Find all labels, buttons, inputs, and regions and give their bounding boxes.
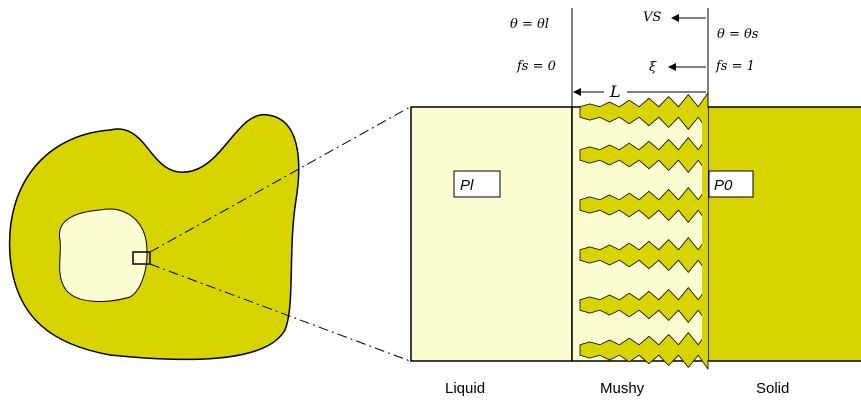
liquid-region-label: Liquid <box>445 380 485 397</box>
dendrite-arm <box>579 92 709 132</box>
fs-solid-label: fs = 1 <box>715 59 755 74</box>
fs-liquid-label: fs = 0 <box>516 59 556 74</box>
solid-region-label: Solid <box>756 380 789 397</box>
solid-region <box>708 107 861 361</box>
dendrite-arm <box>579 235 709 275</box>
dendrite-arm <box>579 135 709 175</box>
xi-label: ξ <box>649 60 657 75</box>
pressure-solid-label: P0 <box>714 177 733 194</box>
theta-solid-label: θ = θs <box>717 27 759 42</box>
mushy-region-label: Mushy <box>600 380 645 397</box>
pressure-liquid-label: Pl <box>460 177 474 194</box>
pressure-liquid-box <box>453 170 501 198</box>
dendrite-arm <box>579 285 709 325</box>
pressure-solid-box <box>708 170 754 198</box>
zoom-window <box>132 251 151 265</box>
theta-liquid-label: θ = θl <box>510 17 549 32</box>
vs-label: VS <box>643 10 661 25</box>
length-label: L <box>609 82 621 101</box>
dendrite-arm <box>579 185 709 225</box>
casting-outline <box>8 114 300 361</box>
dendrite-trunk <box>702 108 708 360</box>
casting-liquid-core <box>58 208 148 302</box>
zoom-line-bottom <box>149 263 411 362</box>
dendrite-arm <box>579 330 709 370</box>
dendrite-group <box>579 92 709 370</box>
zoom-line-top <box>149 106 411 253</box>
liquid-region <box>410 106 573 362</box>
